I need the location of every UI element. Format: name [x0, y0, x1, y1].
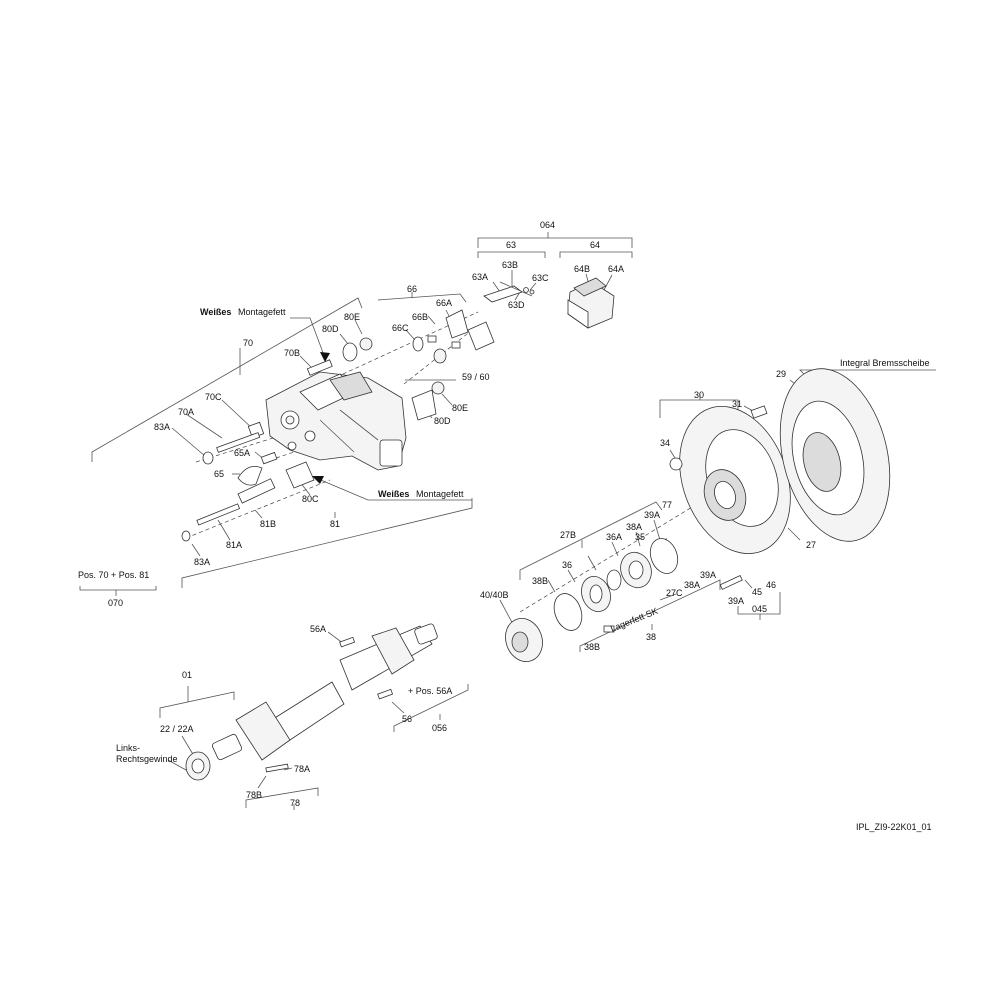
brake-caliper — [265, 371, 407, 471]
label-38: 38 — [646, 632, 656, 642]
label-27C: 27C — [666, 588, 683, 598]
label-59-60: 59 / 60 — [462, 372, 490, 382]
label-056: 056 — [432, 723, 447, 733]
label-63B: 63B — [502, 260, 518, 270]
label-65A: 65A — [234, 448, 250, 458]
label-weisses-2: Weißes — [378, 489, 409, 499]
label-80D-top: 80D — [322, 324, 339, 334]
label-070: 070 — [108, 598, 123, 608]
label-22-22A: 22 / 22A — [160, 724, 194, 734]
wheel-hub — [669, 405, 791, 554]
label-38B-top: 38B — [532, 576, 548, 586]
label-weisses-1: Weißes — [200, 307, 231, 317]
label-63C: 63C — [532, 273, 549, 283]
label-links: Links- — [116, 743, 140, 753]
label-63D: 63D — [508, 300, 525, 310]
label-39A-mid: 39A — [700, 570, 716, 580]
label-064: 064 — [540, 220, 555, 230]
label-66A: 66A — [436, 298, 452, 308]
callout-labels: 064 63 64 63B 63A 63C 63D 64B 64A 66 80E… — [78, 220, 932, 832]
label-80C: 80C — [302, 494, 319, 504]
label-27: 27 — [806, 540, 816, 550]
label-35: 35 — [635, 532, 645, 542]
label-78: 78 — [290, 798, 300, 808]
label-81: 81 — [330, 519, 340, 529]
label-38B-bottom: 38B — [584, 642, 600, 652]
pad-retaining-clip — [483, 281, 535, 303]
label-29: 29 — [776, 369, 786, 379]
label-pos56A: + Pos. 56A — [408, 686, 452, 696]
label-81B: 81B — [260, 519, 276, 529]
label-78A: 78A — [294, 764, 310, 774]
label-83A-top: 83A — [154, 422, 170, 432]
label-40-40B: 40/40B — [480, 590, 509, 600]
label-66B: 66B — [412, 312, 428, 322]
label-45: 45 — [752, 587, 762, 597]
label-66C: 66C — [392, 323, 409, 333]
label-31: 31 — [732, 399, 742, 409]
bearing-set — [505, 538, 679, 662]
label-39A-top: 39A — [644, 510, 660, 520]
brake-pad-set — [567, 277, 615, 329]
axle-parts — [185, 575, 743, 781]
label-64: 64 — [590, 240, 600, 250]
label-27B: 27B — [560, 530, 576, 540]
label-64B: 64B — [574, 264, 590, 274]
label-34: 34 — [660, 438, 670, 448]
label-46: 46 — [766, 580, 776, 590]
label-30: 30 — [694, 390, 704, 400]
label-78B: 78B — [246, 790, 262, 800]
label-70B: 70B — [284, 348, 300, 358]
label-80E-mid: 80E — [452, 403, 468, 413]
label-56A: 56A — [310, 624, 326, 634]
label-81A: 81A — [226, 540, 242, 550]
label-65: 65 — [214, 469, 224, 479]
leader-lines — [79, 232, 936, 810]
label-77: 77 — [662, 500, 672, 510]
label-56: 56 — [402, 714, 412, 724]
label-38A-top: 38A — [626, 522, 642, 532]
label-64A: 64A — [608, 264, 624, 274]
label-63A: 63A — [472, 272, 488, 282]
label-66: 66 — [407, 284, 417, 294]
label-70C: 70C — [205, 392, 222, 402]
brake-disc — [779, 368, 891, 542]
label-01: 01 — [182, 670, 192, 680]
drawing-id: IPL_ZI9-22K01_01 — [856, 822, 932, 832]
label-39A-low: 39A — [728, 596, 744, 606]
label-70A: 70A — [178, 407, 194, 417]
label-045: 045 — [752, 604, 767, 614]
label-63: 63 — [506, 240, 516, 250]
label-36A: 36A — [606, 532, 622, 542]
label-montagefett-1: Montagefett — [238, 307, 286, 317]
label-36: 36 — [562, 560, 572, 570]
caliper-small-parts — [181, 309, 495, 542]
label-80D-mid: 80D — [434, 416, 451, 426]
label-83A-bottom: 83A — [194, 557, 210, 567]
label-70: 70 — [243, 338, 253, 348]
label-integral-bremsscheibe: Integral Bremsscheibe — [840, 358, 930, 368]
label-montagefett-2: Montagefett — [416, 489, 464, 499]
label-80E-top: 80E — [344, 312, 360, 322]
label-38A-mid: 38A — [684, 580, 700, 590]
label-rechtsgewinde: Rechtsgewinde — [116, 754, 178, 764]
label-pos70-81: Pos. 70 + Pos. 81 — [78, 570, 149, 580]
